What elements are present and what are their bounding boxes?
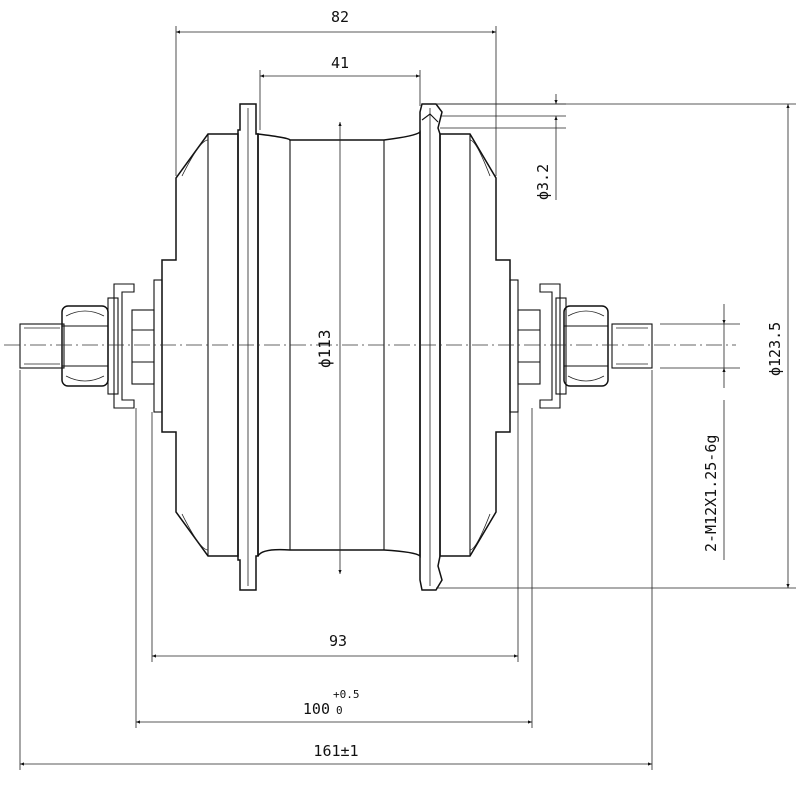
left-flange xyxy=(237,103,259,591)
dimension-dropout-width: 100 +0.5 0 xyxy=(135,408,533,728)
dimension-flange-spacing: 41 xyxy=(259,54,421,130)
dim-100-tol-upper: +0.5 xyxy=(333,688,360,701)
right-flange xyxy=(419,103,443,591)
dimension-shell-diameter: ϕ113 xyxy=(315,122,342,574)
dim-phi-123-5-label: ϕ123.5 xyxy=(766,322,784,376)
dim-161-label: 161±1 xyxy=(313,742,358,760)
dim-100-tol-lower: 0 xyxy=(336,704,343,717)
right-axle-nut xyxy=(509,279,609,413)
dim-thread-spec-label: 2-M12X1.25-6g xyxy=(702,435,720,552)
axle xyxy=(19,323,653,369)
dimension-stator-width: 93 xyxy=(151,412,519,662)
dimension-flange-hole: ϕ3.2 xyxy=(436,94,566,200)
dim-phi-3-2-label: ϕ3.2 xyxy=(534,164,552,200)
hub-shell xyxy=(257,130,421,558)
dim-82-label: 82 xyxy=(331,8,349,26)
dimension-flange-diameter: ϕ123.5 xyxy=(436,103,796,589)
dimension-axle-length: 161±1 xyxy=(19,370,653,770)
left-axle-nut xyxy=(61,279,163,413)
dim-93-label: 93 xyxy=(329,632,347,650)
dim-41-label: 41 xyxy=(331,54,349,72)
dim-phi-113-label: ϕ113 xyxy=(315,329,334,368)
dim-100-label: 100 xyxy=(303,700,330,718)
dimension-hub-width: 82 xyxy=(175,8,497,176)
dimension-thread-spec: 2-M12X1.25-6g xyxy=(660,304,740,560)
